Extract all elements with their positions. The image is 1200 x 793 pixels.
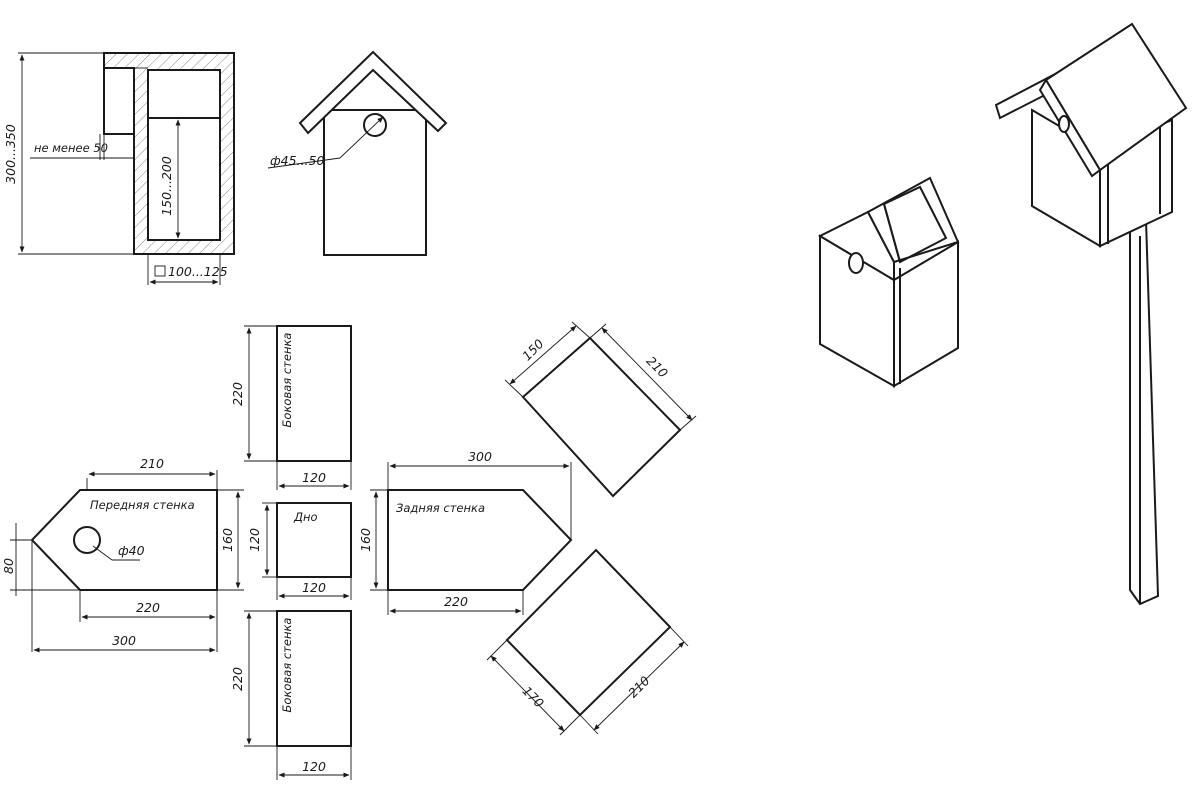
back-wall-dim-height: 160 (358, 528, 373, 552)
front-wall-hole (73, 526, 101, 554)
part-back-wall: Задняя стенка 300 160 220 (358, 449, 573, 615)
bottom-shape (276, 502, 352, 578)
side-wall-top-label: Боковая стенка (280, 333, 294, 428)
iso-small-house (817, 176, 960, 388)
back-wall-label: Задняя стенка (396, 501, 485, 515)
side-wall-bottom-dim-width: 120 (302, 759, 326, 774)
side-wall-top-dim-height: 220 (230, 382, 245, 406)
square-symbol-icon (154, 265, 166, 277)
side-wall-bottom-shape (276, 610, 352, 747)
bottom-label: Дно (293, 510, 318, 524)
dim-height-range: 300...350 (3, 124, 18, 184)
iso-small-hole (848, 252, 864, 274)
back-wall-dim-bottom: 220 (444, 594, 468, 609)
section-front-overhang (103, 67, 135, 135)
dim-hole-height-range: 150...200 (159, 156, 174, 216)
iso-pole-house (994, 22, 1188, 606)
front-wall-dim-bottom: 220 (136, 600, 160, 615)
side-wall-bottom-dim-height: 220 (230, 667, 245, 691)
iso-pole (1129, 218, 1160, 606)
bottom-dim-width: 120 (302, 580, 326, 595)
dim-bottom-size: 100...125 (168, 264, 228, 279)
front-wall-label: Передняя стенка (90, 498, 195, 512)
section-cavity (147, 69, 221, 241)
back-wall-dim-top: 300 (468, 449, 492, 464)
roof-top-dim-long: 210 (643, 353, 671, 381)
front-wall-dim-top: 210 (140, 456, 164, 471)
bottom-dim-height: 120 (247, 528, 262, 552)
side-wall-bottom-label: Боковая стенка (280, 618, 294, 713)
iso-pole-hole (1058, 115, 1070, 133)
front-wall-dim-height: 160 (220, 528, 235, 552)
front-wall-dim-hole: ф40 (118, 543, 145, 558)
front-wall-dim-side: 80 (1, 558, 16, 574)
front-view-roof (298, 50, 448, 135)
part-side-wall-top: Боковая стенка 220 120 (230, 325, 352, 490)
front-wall-dim-total: 300 (112, 633, 136, 648)
part-side-wall-bottom: Боковая стенка 220 120 (230, 610, 352, 780)
front-wall-shape (30, 489, 218, 591)
front-view: ф45...50 (267, 50, 448, 256)
back-wall-shape (387, 489, 573, 591)
part-front-wall: Передняя стенка 210 160 80 ф40 220 300 (1, 456, 244, 653)
part-roof-top: 150 210 (504, 321, 697, 498)
roof-top-dim-short: 150 (519, 336, 547, 364)
part-bottom: Дно 120 120 (247, 502, 352, 600)
dim-min-offset: не менее 50 (34, 141, 108, 155)
side-wall-top-dim-width: 120 (302, 470, 326, 485)
roof-bottom-dim-short: 170 (519, 683, 547, 711)
side-wall-top-shape (276, 325, 352, 462)
section-view: 300...350 не менее 50 150...200 100...12… (3, 52, 235, 285)
dim-front-hole: ф45...50 (270, 153, 324, 168)
